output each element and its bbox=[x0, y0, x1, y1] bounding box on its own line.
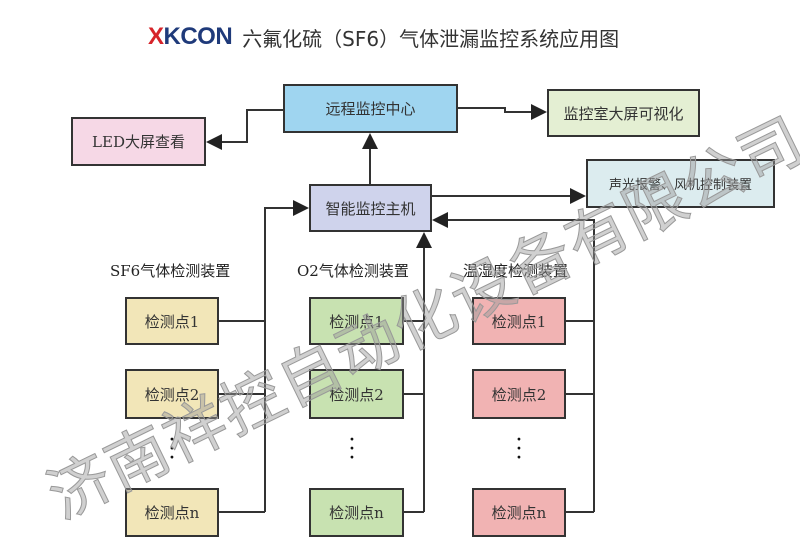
control-room-screen: 监控室大屏可视化 bbox=[547, 89, 700, 137]
th-point-2: 检测点2 bbox=[472, 369, 566, 419]
logo: XKCON bbox=[148, 23, 233, 50]
arrow-remote-led bbox=[206, 109, 283, 150]
o2-point-2: 检测点2 bbox=[309, 369, 404, 419]
sf6-point-1: 检测点1 bbox=[125, 297, 219, 345]
line-th bbox=[434, 220, 595, 513]
ellipsis-sf6: ··· bbox=[168, 428, 176, 471]
arrow-remote-screen bbox=[458, 104, 547, 120]
ellipsis-o2: ··· bbox=[348, 428, 356, 471]
sf6-point-2: 检测点2 bbox=[125, 369, 219, 419]
sf6-label: SF6气体检测装置 bbox=[110, 262, 231, 280]
th-point-1: 检测点1 bbox=[472, 297, 566, 345]
o2-label: O2气体检测装置 bbox=[297, 262, 409, 280]
remote-monitoring-center: 远程监控中心 bbox=[283, 84, 458, 133]
title-text: 六氟化硫（SF6）气体泄漏监控系统应用图 bbox=[242, 26, 620, 51]
led-screen: LED大屏查看 bbox=[71, 117, 206, 166]
line-sf6 bbox=[219, 208, 307, 513]
line-o2 bbox=[404, 234, 424, 513]
th-label: 温湿度检测装置 bbox=[463, 262, 569, 280]
title: XKCON 六氟化硫（SF6）气体泄漏监控系统应用图 bbox=[148, 22, 619, 52]
smart-host: 智能监控主机 bbox=[309, 184, 432, 232]
th-point-n: 检测点n bbox=[472, 488, 566, 537]
o2-point-n: 检测点n bbox=[309, 488, 404, 537]
o2-point-1: 检测点1 bbox=[309, 297, 404, 345]
alarm-fan-control: 声光报警、风机控制装置 bbox=[586, 159, 775, 208]
sf6-point-n: 检测点n bbox=[125, 488, 219, 537]
ellipsis-th: ··· bbox=[515, 428, 523, 471]
